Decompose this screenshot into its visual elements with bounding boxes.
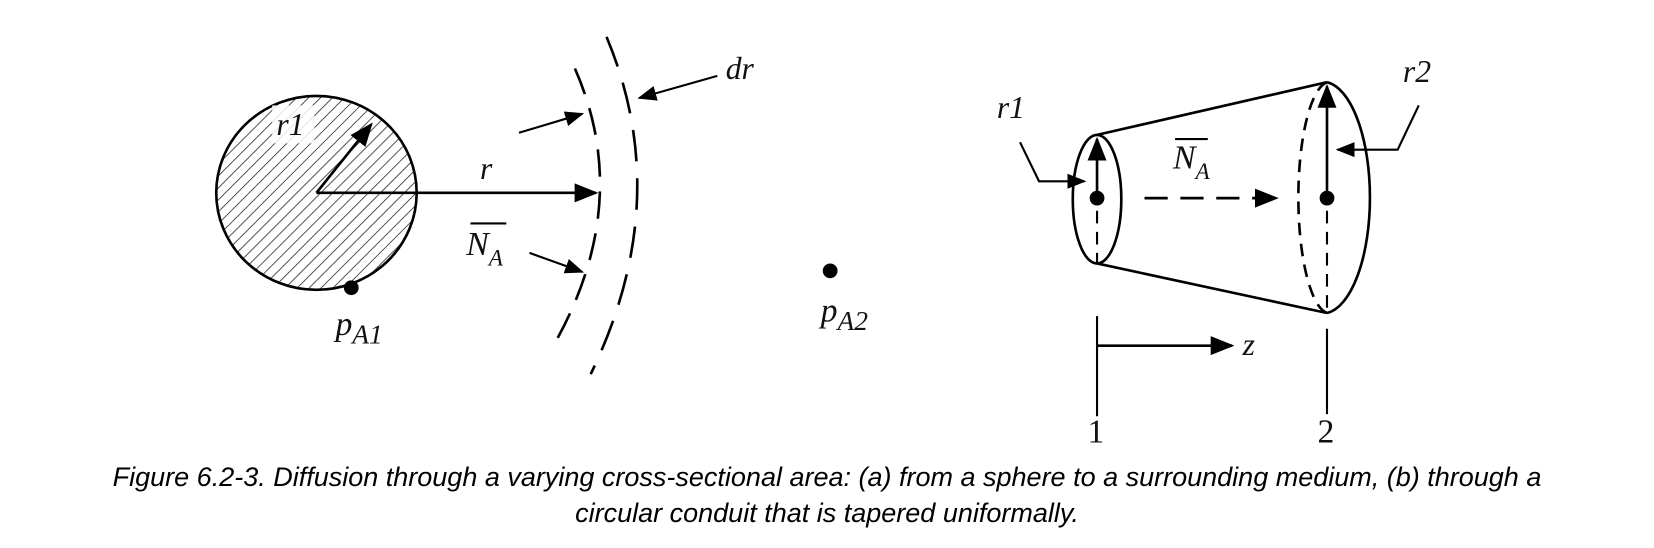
r1-label: r1 <box>276 107 304 142</box>
figure-b-tapered-conduit: NA r1 r2 z 1 2 <box>997 54 1431 450</box>
outlet-section-back <box>1297 80 1328 315</box>
r2-label-b: r2 <box>1403 54 1431 89</box>
dr-label: dr <box>726 51 755 86</box>
pA1-label: pA1 <box>333 306 382 349</box>
r1-label-b: r1 <box>997 90 1025 125</box>
flux-label-b: NA <box>1172 140 1211 186</box>
r1-arrow <box>315 122 373 194</box>
outlet-section-front <box>1326 80 1372 315</box>
dr-arrow-outer <box>637 74 718 101</box>
station-2-label: 2 <box>1318 414 1335 451</box>
z-label: z <box>1242 327 1255 362</box>
figure-caption-line-2: circular conduit that is tapered uniform… <box>575 498 1079 528</box>
pA1-point <box>343 280 359 296</box>
flux-arrow-a <box>529 251 585 274</box>
figure-a-sphere: r1 r dr NA pA1 pA2 <box>214 36 869 375</box>
station-1-label: 1 <box>1088 414 1105 451</box>
outer-shell-arc <box>589 36 639 375</box>
pA2-label: pA2 <box>819 292 869 335</box>
dr-arrow-inner <box>518 111 585 134</box>
r-label: r <box>480 151 493 186</box>
flux-label-a: NA <box>465 226 504 272</box>
pA2-point <box>822 263 838 279</box>
inner-shell-arc <box>555 67 602 340</box>
figure-caption-line-1: Figure 6.2-3. Diffusion through a varyin… <box>112 462 1542 492</box>
